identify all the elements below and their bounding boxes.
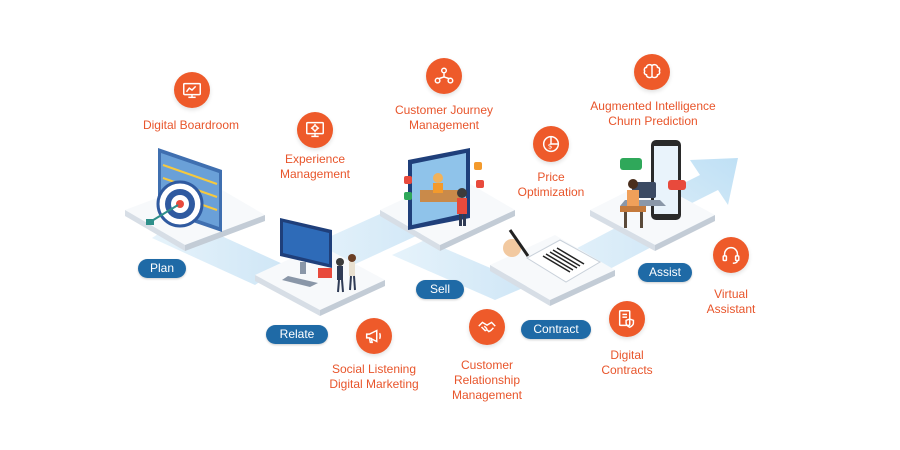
megaphone-icon [356, 318, 392, 354]
contract-tile [490, 229, 615, 306]
label-augmented-intelligence: Augmented Intelligence Churn Prediction [590, 99, 716, 128]
handshake-icon [469, 309, 505, 345]
relate-tile [255, 218, 385, 316]
stage-sell: Sell [416, 280, 464, 299]
label-experience-management: Experience Management [279, 152, 351, 181]
label-digital-boardroom: Digital Boardroom [142, 118, 240, 132]
brain-icon [634, 54, 670, 90]
dollar-pie-chart-icon: $ [533, 126, 569, 162]
dashboard-monitor-icon [174, 72, 210, 108]
sell-tile [380, 148, 515, 251]
svg-text:$: $ [548, 142, 553, 151]
plan-tile [125, 148, 265, 251]
label-price-optimization: Price Optimization [517, 170, 585, 199]
label-customer-journey-management: Customer Journey Management [394, 103, 494, 132]
stage-assist: Assist [638, 263, 692, 282]
label-social-listening: Social Listening Digital Marketing [329, 362, 419, 391]
stage-relate: Relate [266, 325, 328, 344]
stage-plan: Plan [138, 259, 186, 278]
label-virtual-assistant: Virtual Assistant [706, 287, 756, 316]
label-customer-relationship-management: Customer Relationship Management [451, 358, 523, 402]
assist-tile [590, 140, 715, 251]
people-network-icon [426, 58, 462, 94]
headset-icon [713, 237, 749, 273]
contract-shield-icon [609, 301, 645, 337]
stage-contract: Contract [521, 320, 591, 339]
monitor-gear-icon [297, 112, 333, 148]
label-digital-contracts: Digital Contracts [601, 348, 653, 377]
